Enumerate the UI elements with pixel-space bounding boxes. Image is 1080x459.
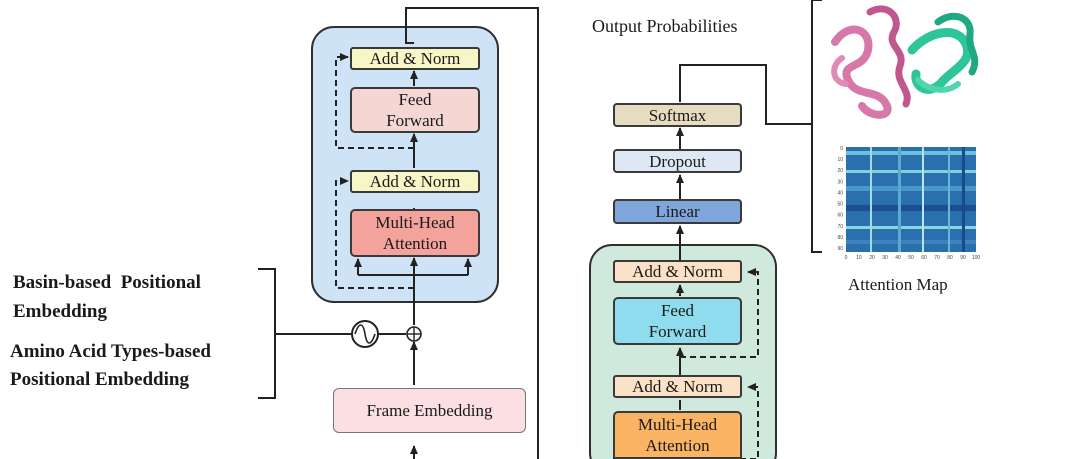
decoder-multi-head-attention: Multi-Head Attention — [613, 411, 742, 459]
dropout-block: Dropout — [613, 149, 742, 173]
heatmap-x-tick: 50 — [908, 255, 914, 261]
amino-embedding-label-line1: Amino Acid Types-based — [10, 341, 211, 362]
heatmap-y-tick: 20 — [837, 168, 843, 174]
heatmap-x-tick: 30 — [882, 255, 888, 261]
decoder-feed-forward: Feed Forward — [613, 297, 742, 345]
protein-structure-image — [831, 5, 979, 119]
encoder-add-norm-top: Add & Norm — [350, 47, 480, 70]
heatmap-x-tick: 40 — [895, 255, 901, 261]
heatmap-y-tick: 0 — [840, 146, 843, 152]
heatmap-y-tick: 70 — [837, 224, 843, 230]
heatmap-y-tick: 10 — [837, 157, 843, 163]
heatmap-x-ticks: 0 10 20 30 40 50 60 70 80 90 100 — [845, 255, 981, 261]
encoder-add-norm-bottom: Add & Norm — [350, 170, 480, 193]
heatmap-x-tick: 20 — [869, 255, 875, 261]
basin-embedding-label-line1: Basin-based Positional — [13, 272, 201, 293]
heatmap-x-tick: 90 — [960, 255, 966, 261]
heatmap-y-tick: 30 — [837, 179, 843, 185]
softmax-block: Softmax — [613, 103, 742, 127]
linear-block: Linear — [613, 199, 742, 224]
heatmap-y-tick: 40 — [837, 190, 843, 196]
heatmap-y-tick: 50 — [837, 202, 843, 208]
attention-heatmap — [846, 147, 976, 252]
heatmap-x-tick: 60 — [921, 255, 927, 261]
heatmap-x-tick: 100 — [972, 255, 981, 261]
heatmap-x-tick: 10 — [856, 255, 862, 261]
heatmap-y-ticks: 0 10 20 30 40 50 60 70 80 90 — [837, 146, 843, 252]
heatmap-x-tick: 70 — [934, 255, 940, 261]
decoder-add-norm-bottom: Add & Norm — [613, 375, 742, 398]
frame-embedding-block: Frame Embedding — [333, 388, 526, 433]
heatmap-y-tick: 90 — [837, 246, 843, 252]
heatmap-x-tick: 0 — [845, 255, 848, 261]
amino-embedding-label-line2: Positional Embedding — [10, 369, 189, 390]
basin-embedding-label-line2: Embedding — [13, 301, 107, 322]
heatmap-x-tick: 80 — [947, 255, 953, 261]
encoder-feed-forward: Feed Forward — [350, 87, 480, 133]
encoder-multi-head-attention: Multi-Head Attention — [350, 209, 480, 257]
attention-map-caption: Attention Map — [848, 275, 948, 294]
heatmap-y-tick: 80 — [837, 235, 843, 241]
output-probabilities-label: Output Probabilities — [592, 16, 738, 36]
heatmap-y-tick: 60 — [837, 213, 843, 219]
decoder-add-norm-top: Add & Norm — [613, 260, 742, 283]
